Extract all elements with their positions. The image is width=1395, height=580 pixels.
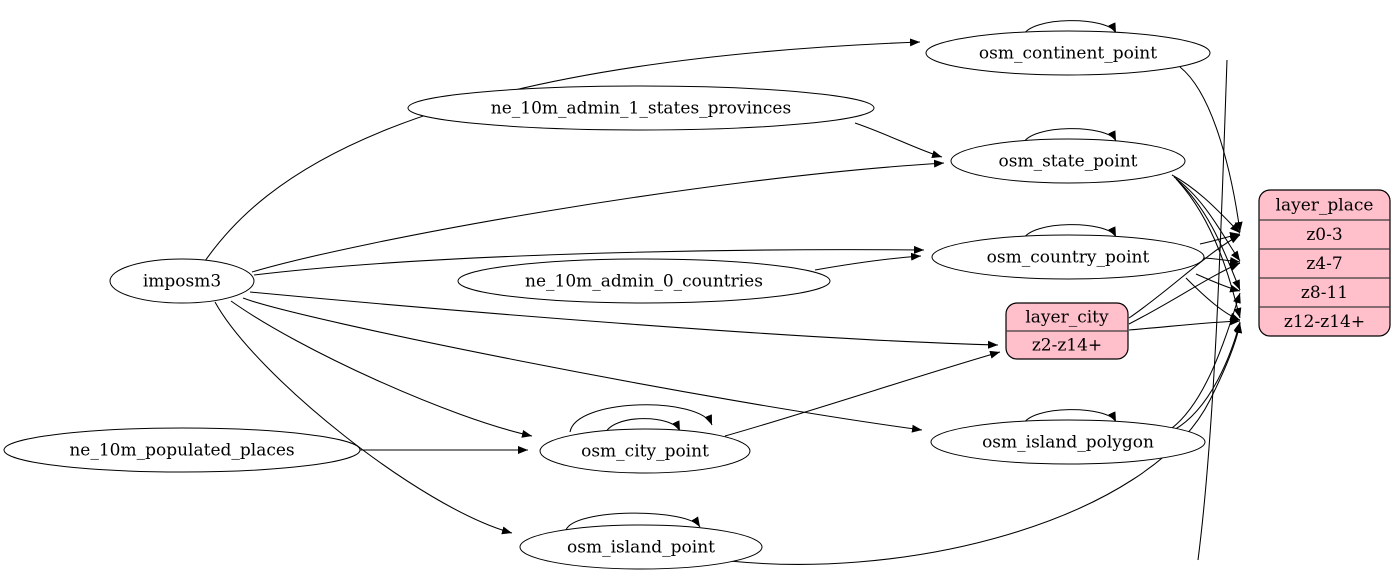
node-label-osm_city_point: osm_city_point [581,442,709,462]
layer-header-layer_place: layer_place [1276,196,1374,216]
edge-self-city-outer [569,404,713,433]
node-osm_city_point[interactable]: osm_city_point [539,428,751,474]
nodes-group: imposm3 ne_10m_admin_1_states_provincesne… [3,30,1211,570]
node-osm_country_point[interactable]: osm_country_point [931,234,1205,280]
edge-country-to-place-z47 [1203,257,1241,265]
node-ne_10m_admin_1_states_provinces[interactable]: ne_10m_admin_1_states_provinces [407,85,875,131]
edge-layercity-to-place-z1214 [1128,317,1241,331]
node-label-osm_continent_point: osm_continent_point [979,44,1157,64]
node-osm_state_point[interactable]: osm_state_point [950,138,1186,184]
edge-self-city [604,418,681,435]
node-ellipse-osm_island_point [519,524,763,570]
node-ne_10m_admin_0_countries[interactable]: ne_10m_admin_0_countries [457,258,831,304]
edge-islandpoint-to-place-z1214 [705,322,1243,565]
node-label-osm_island_point: osm_island_point [567,538,715,558]
edge-imposm3-city [230,300,533,438]
edge-layercity-to-place-z03 [1128,234,1241,319]
layer-box-layer_place[interactable]: layer_place z0-3 z4-7 z8-11 z12-z14+ [1258,189,1391,337]
edge-self-continent [1022,20,1117,37]
edge-country-to-place-z03 [1199,232,1241,245]
layer-boxes-group: layer_city z2-z14+ layer_place z0-3 z4-7 z8-1… [1005,189,1391,360]
edge-state-to-place-z1214 [1177,180,1242,319]
node-label-ne_10m_admin_0_countries: ne_10m_admin_0_countries [525,272,763,292]
edge-self-country [1022,224,1117,241]
node-ellipse-imposm3 [109,258,255,304]
node-label-osm_island_polygon: osm_island_polygon [982,433,1154,453]
edge-state-to-place-z47 [1173,176,1241,262]
node-label-osm_state_point: osm_state_point [999,152,1138,172]
edge-state-to-place-z811 [1175,178,1241,291]
node-ellipse-osm_state_point [950,138,1186,184]
layer-row-layer_place-2[interactable]: z8-11 [1301,283,1348,303]
edge-imposm3-layercity [249,291,999,349]
node-osm_island_polygon[interactable]: osm_island_polygon [930,419,1206,465]
edge-state-to-place-z03 [1171,174,1241,234]
node-label-ne_10m_admin_1_states_provinces: ne_10m_admin_1_states_provinces [491,99,791,119]
edge-imposm3-state [251,159,945,273]
edge-self-state [1022,128,1117,145]
edge-country-to-place-z1214 [1185,277,1241,321]
edge-layercity-to-place-z47 [1128,262,1241,325]
node-osm_continent_point[interactable]: osm_continent_point [925,30,1211,76]
node-label-imposm3: imposm3 [143,272,221,292]
edge-imposm3-island-polygon [242,297,923,433]
node-ellipse-ne_10m_populated_places [3,427,361,473]
node-imposm3[interactable]: imposm3 [109,258,255,304]
layer-row-layer_city-0[interactable]: z2-z14+ [1032,336,1102,356]
edge-imposm3-continent [204,38,921,262]
edge-islandpoly-to-place-z1214 [1173,321,1242,431]
edge-continent-to-place-z03 [1179,66,1243,233]
edges-group [204,20,1243,565]
layer-row-layer_place-3[interactable]: z12-z14+ [1284,312,1365,332]
layer-box-layer_city[interactable]: layer_city z2-z14+ [1005,302,1129,360]
node-ellipse-osm_city_point [539,428,751,474]
node-label-ne_10m_populated_places: ne_10m_populated_places [69,441,294,461]
edge-city-to-layercity [724,350,1001,437]
node-ellipse-ne_10m_admin_1_states_provinces [407,85,875,131]
node-ellipse-osm_continent_point [925,30,1211,76]
node-ellipse-osm_country_point [931,234,1205,280]
node-osm_island_point[interactable]: osm_island_point [519,524,763,570]
node-ellipse-ne_10m_admin_0_countries [457,258,831,304]
node-label-osm_country_point: osm_country_point [987,248,1150,268]
edge-imposm3-country [253,245,925,276]
edge-self-island-polygon [1022,409,1117,426]
edge-vertical-routing [1197,59,1228,561]
edge-ne-states-to-state [854,122,943,159]
edge-country-to-place-z811 [1195,273,1241,293]
node-ellipse-osm_island_polygon [930,419,1206,465]
layer-row-layer_place-0[interactable]: z0-3 [1306,225,1342,245]
layer-box-bg-layer_place [1258,189,1391,337]
layer-row-layer_place-1[interactable]: z4-7 [1306,254,1342,274]
edge-self-island-point [565,512,701,531]
edge-imposm3-island-point [214,301,513,535]
layer-header-layer_city: layer_city [1025,308,1109,328]
edge-ne-countries-to-country [814,252,922,271]
node-ne_10m_populated_places[interactable]: ne_10m_populated_places [3,427,361,473]
